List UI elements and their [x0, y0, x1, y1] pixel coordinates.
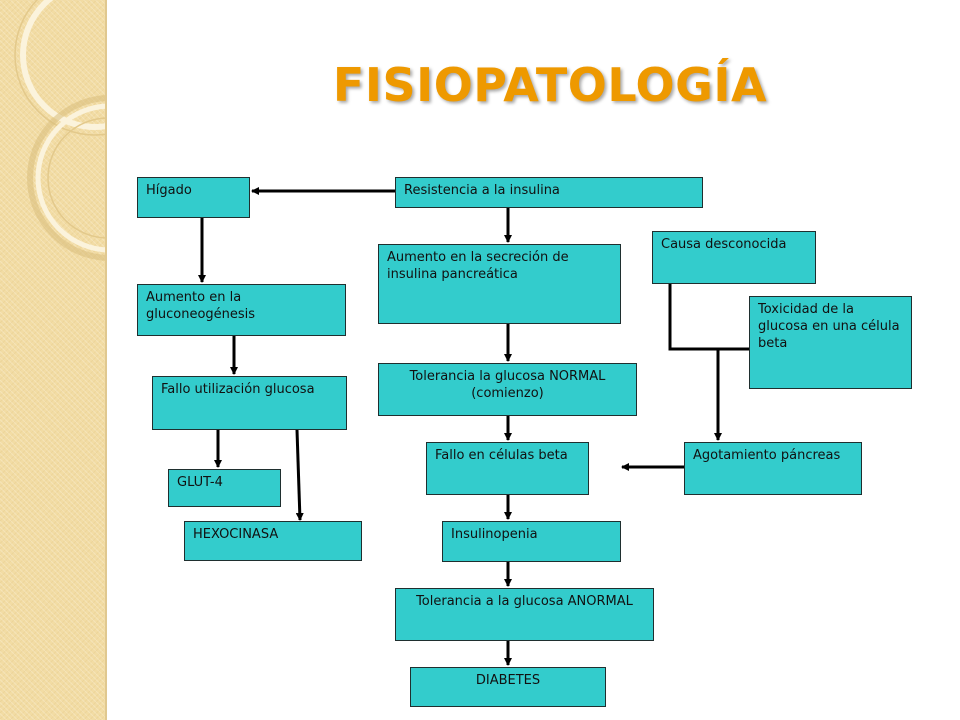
decorative-rings: [14, 0, 107, 261]
node-resistencia-insulina: Resistencia a la insulina: [395, 177, 703, 208]
decorative-ring-large-outline: [14, 0, 107, 136]
node-toxicidad-glucosa: Toxicidad de la glucosa en una célula be…: [749, 296, 912, 389]
connector-causa-toxicidad: [668, 284, 749, 351]
node-aumento-secrecion: Aumento en la secreción de insulina panc…: [378, 244, 621, 324]
node-aumento-gluconeogenesis: Aumento en la gluconeogénesis: [137, 284, 346, 336]
node-causa-desconocida: Causa desconocida: [652, 231, 816, 284]
page-title: FISIOPATOLOGÍA: [332, 58, 768, 112]
side-band-edge: [105, 0, 107, 720]
node-diabetes: DIABETES: [410, 667, 606, 707]
node-tolerancia-anormal: Tolerancia a la glucosa ANORMAL: [395, 588, 654, 641]
decorative-ring-mid-shadow: [27, 95, 107, 261]
node-agotamiento-pancreas: Agotamiento páncreas: [684, 442, 862, 495]
node-hexocinasa: HEXOCINASA: [184, 521, 362, 561]
arrow-fallo-to-hexocinasa: [295, 429, 304, 521]
decorative-ring-large: [20, 0, 107, 130]
decorative-ring-mid: [35, 103, 107, 253]
decorative-ring-small: [47, 117, 107, 239]
decorative-side-band: [0, 0, 107, 720]
node-fallo-utilizacion: Fallo utilización glucosa: [152, 376, 347, 430]
node-fallo-celulas-beta: Fallo en células beta: [426, 442, 589, 495]
node-tolerancia-normal: Tolerancia la glucosa NORMAL (comienzo): [378, 363, 637, 416]
node-insulinopenia: Insulinopenia: [442, 521, 621, 562]
node-higado: Hígado: [137, 177, 250, 218]
node-glut4: GLUT-4: [168, 469, 281, 507]
